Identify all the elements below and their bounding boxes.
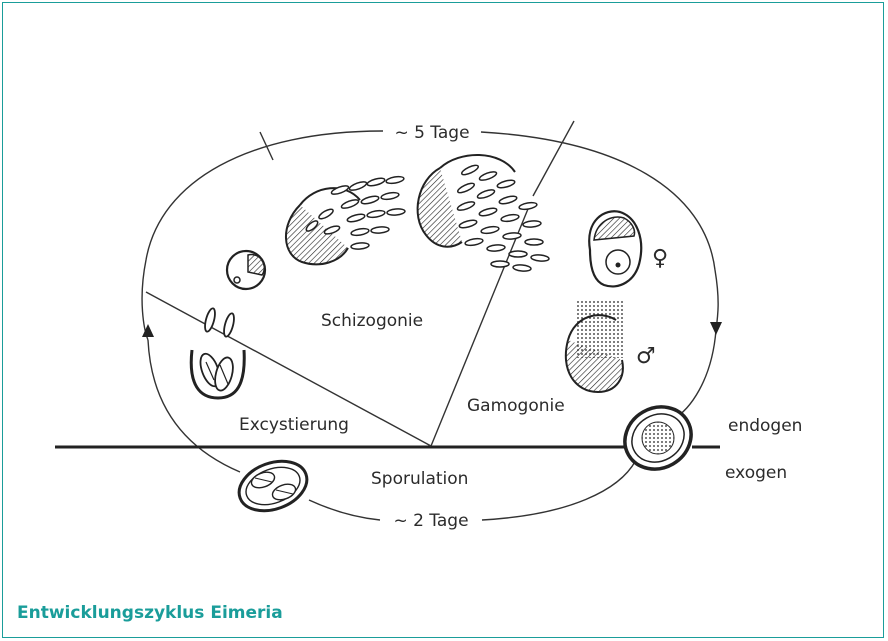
endogen-label: endogen bbox=[728, 416, 802, 436]
microgamont-icon bbox=[566, 300, 625, 392]
sporulated-oocyst-icon bbox=[232, 452, 314, 519]
sporozoite-icon bbox=[203, 307, 236, 337]
excysting-oocyst-icon bbox=[191, 350, 244, 398]
unsporulated-oocyst-icon bbox=[614, 395, 703, 481]
schizont-icon bbox=[286, 175, 405, 264]
trophozoite-icon bbox=[227, 251, 265, 289]
duration-top-label: ~ 5 Tage bbox=[394, 123, 469, 143]
male-symbol: ♂ bbox=[636, 344, 656, 369]
female-symbol: ♀ bbox=[652, 246, 668, 271]
cycle-tick-right bbox=[533, 121, 574, 196]
cycle-tick-left bbox=[260, 132, 273, 160]
arrow-down-icon bbox=[710, 322, 722, 335]
macrogamete-icon bbox=[589, 211, 641, 286]
gamogonie-label: Gamogonie bbox=[467, 396, 565, 416]
duration-bottom-label: ~ 2 Tage bbox=[393, 511, 468, 531]
figure-caption: Entwicklungszyklus Eimeria bbox=[17, 603, 283, 623]
mature-schizont-icon bbox=[418, 155, 550, 272]
schizogonie-label: Schizogonie bbox=[321, 311, 423, 331]
sporulation-label: Sporulation bbox=[371, 469, 468, 489]
exogen-label: exogen bbox=[725, 463, 787, 483]
excystierung-label: Excystierung bbox=[239, 415, 349, 435]
